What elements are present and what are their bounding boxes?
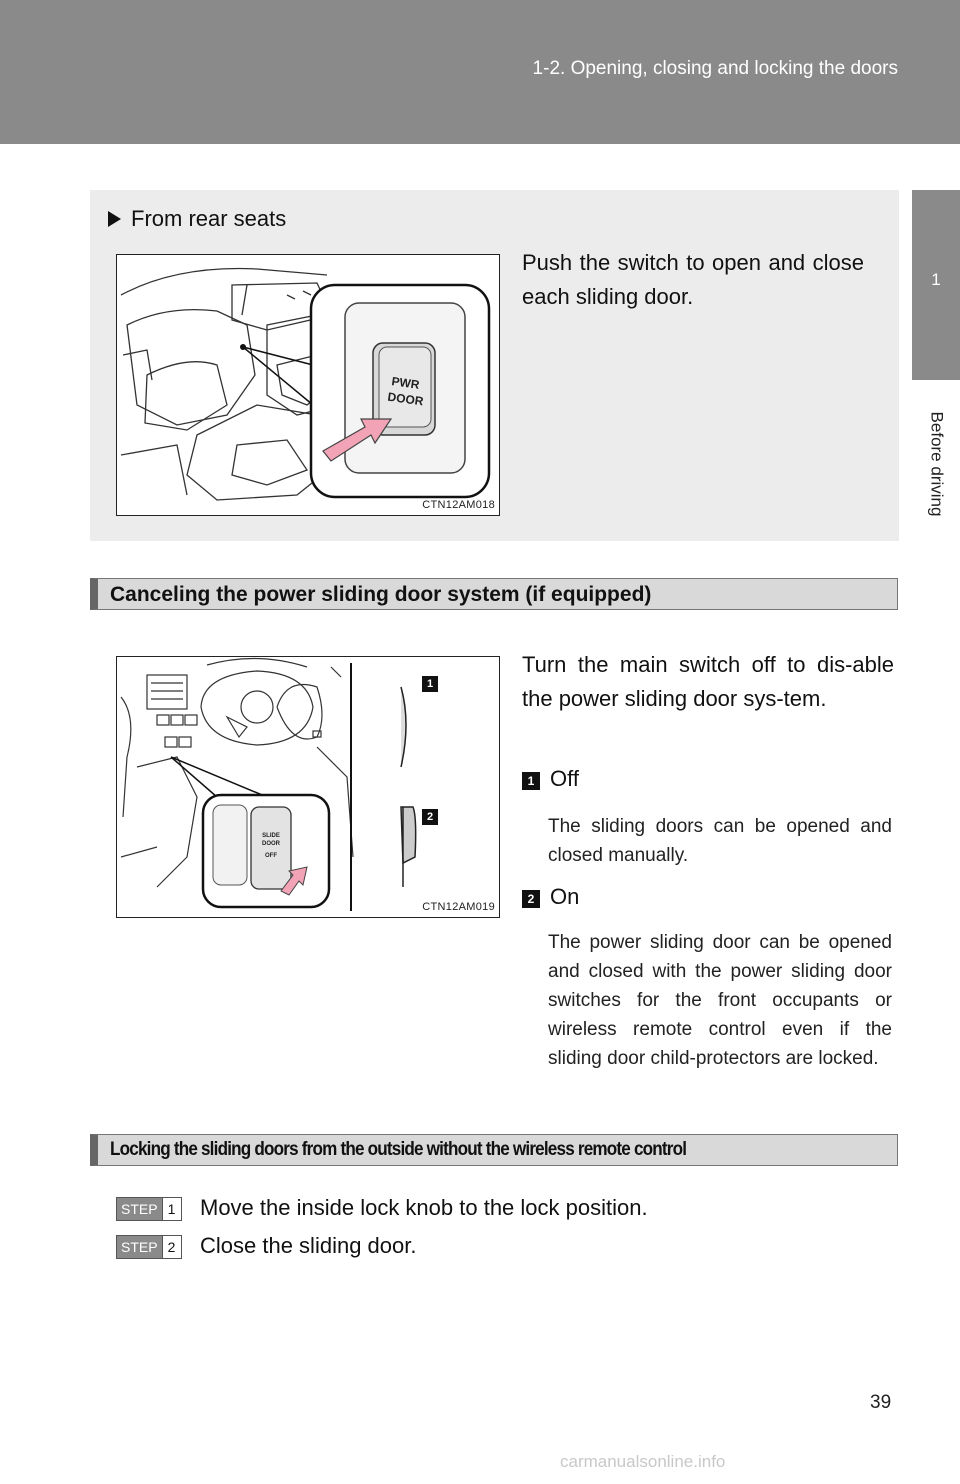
switch-on-side-view xyxy=(400,806,417,865)
item-2-label: On xyxy=(550,884,580,909)
canceling-section-header: Canceling the power sliding door system … xyxy=(90,578,898,610)
item-1-label: Off xyxy=(550,766,579,791)
page-number: 39 xyxy=(870,1392,892,1413)
rear-seats-heading: From rear seats xyxy=(108,206,286,232)
step-number: 1 xyxy=(161,1198,181,1220)
watermark: carmanualsonline.info xyxy=(560,1452,726,1471)
slide-label: SLIDE xyxy=(262,833,280,839)
item-1-badge: 1 xyxy=(522,772,540,790)
door-label: DOOR xyxy=(387,390,425,409)
callout-2: 2 xyxy=(422,809,438,825)
canceling-figure: SLIDE DOOR OFF 1 2 CTN12AM019 xyxy=(116,656,500,918)
push-arrow-icon xyxy=(322,418,393,462)
step-word: STEP xyxy=(117,1198,162,1220)
rear-seats-text: Push the switch to open and close each s… xyxy=(522,250,864,309)
step-1-badge: STEP 1 xyxy=(116,1197,182,1221)
triangle-bullet-icon xyxy=(108,211,121,227)
callout-1: 1 xyxy=(422,676,438,692)
figure-code: CTN12AM019 xyxy=(422,901,495,913)
chapter-number: 1 xyxy=(931,270,941,289)
step-number: 2 xyxy=(161,1236,181,1258)
item-1-description: The sliding doors can be opened and clos… xyxy=(548,816,892,866)
canceling-heading: Canceling the power sliding door system … xyxy=(110,583,652,606)
chapter-label-area: Before driving xyxy=(912,384,960,544)
pwr-label: PWR xyxy=(391,374,421,392)
step-word: STEP xyxy=(117,1236,162,1258)
chapter-label: Before driving xyxy=(927,411,947,517)
step-1-text: Move the inside lock knob to the lock po… xyxy=(200,1195,648,1220)
chapter-tab: 1 xyxy=(912,190,960,380)
section-title: 1-2. Opening, closing and locking the do… xyxy=(532,58,898,79)
rear-seats-illustration: PWR DOOR xyxy=(120,267,491,501)
rear-seats-figure: PWR DOOR CTN12AM018 xyxy=(116,254,500,516)
rear-seats-heading-text: From rear seats xyxy=(131,206,287,231)
page-header: 1-2. Opening, closing and locking the do… xyxy=(0,0,960,144)
step-2-text: Close the sliding door. xyxy=(200,1233,417,1258)
dashboard-illustration: SLIDE DOOR OFF xyxy=(120,657,417,911)
step-2-badge: STEP 2 xyxy=(116,1235,182,1259)
locking-section-header: Locking the sliding doors from the outsi… xyxy=(90,1134,898,1166)
off-label: OFF xyxy=(265,853,277,859)
push-arrow-icon xyxy=(280,866,308,896)
switch-off-side-view xyxy=(400,686,407,768)
item-2-description: The power sliding door can be opened and… xyxy=(548,932,892,1069)
door-off-label: DOOR xyxy=(262,841,281,847)
locking-heading: Locking the sliding doors from the outsi… xyxy=(110,1139,687,1160)
figure-code: CTN12AM018 xyxy=(422,499,495,511)
item-2-badge: 2 xyxy=(522,890,540,908)
canceling-text: Turn the main switch off to dis-able the… xyxy=(522,652,894,711)
